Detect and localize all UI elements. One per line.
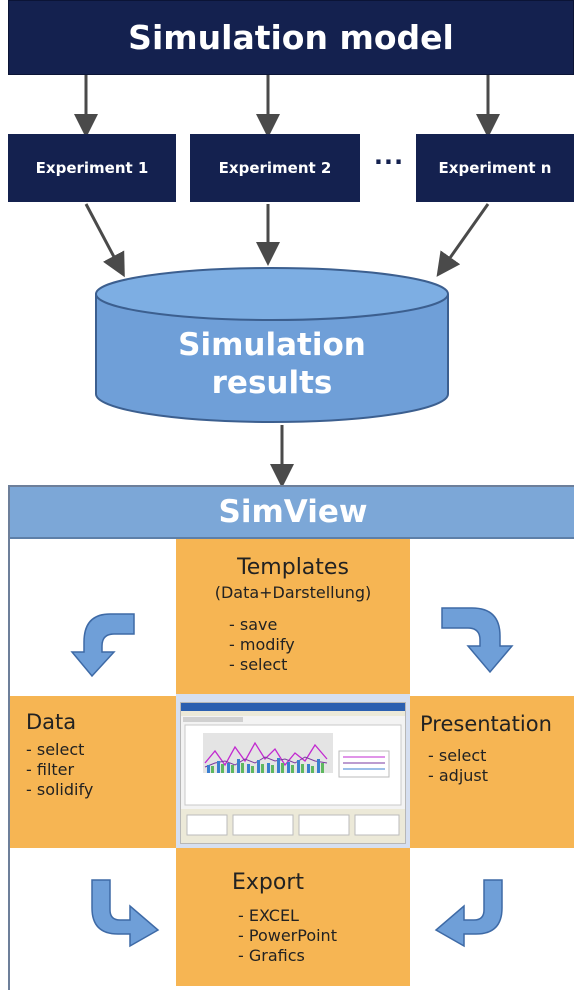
simview-title: SimView [218,494,368,530]
simview-screenshot [180,702,406,844]
export-panel: Export - EXCEL - PowerPoint - Grafics [176,848,410,986]
presentation-list: - select - adjust [428,746,488,786]
data-item: - filter [26,760,75,779]
results-label: Simulation results [96,326,448,402]
templates-list: - save - modify - select [229,615,295,675]
templates-subtitle: (Data+Darstellung) [214,583,372,602]
results-line-1: Simulation [178,327,366,363]
export-item: - EXCEL [238,906,299,925]
curved-arrow-right-icon [91,879,160,948]
presentation-panel: Presentation - select - adjust [410,696,574,848]
arrow-expn-results [436,203,490,277]
data-list: - select - filter - solidify [26,740,93,800]
results-line-2: results [211,365,333,401]
presentation-item: - adjust [428,766,489,785]
simview-panel [8,485,574,990]
ellipsis: ··· [373,148,405,176]
templates-item: - select [229,655,288,674]
experiment-2-box: Experiment 2 [190,134,360,202]
templates-title: Templates [237,555,349,580]
data-title: Data [26,710,77,734]
curved-arrow-down-left-icon [70,613,135,678]
data-panel: Data - select - filter - solidify [10,696,176,848]
experiment-n-label: Experiment n [438,159,552,177]
experiment-1-label: Experiment 1 [35,159,149,177]
export-list: - EXCEL - PowerPoint - Grafics [238,906,337,966]
data-item: - select [26,740,85,759]
simview-header: SimView [10,487,574,539]
templates-item: - modify [229,635,295,654]
export-item: - PowerPoint [238,926,337,945]
templates-item: - save [229,615,278,634]
export-title: Export [232,870,305,895]
database-cylinder [95,267,449,423]
experiment-2-label: Experiment 2 [218,159,332,177]
simulation-model-title: Simulation model [128,18,454,57]
experiment-1-box: Experiment 1 [8,134,176,202]
templates-panel: Templates (Data+Darstellung) - save - mo… [176,539,410,694]
simulation-model-box: Simulation model [8,0,574,75]
data-item: - solidify [26,780,94,799]
presentation-title: Presentation [420,712,552,736]
experiment-n-box: Experiment n [416,134,574,202]
curved-arrow-down-right-icon [441,607,514,674]
export-item: - Grafics [238,946,305,965]
screenshot-graphic [181,703,405,843]
presentation-item: - select [428,746,487,765]
arrow-exp1-results [84,203,125,278]
curved-arrow-left-icon [434,879,503,948]
